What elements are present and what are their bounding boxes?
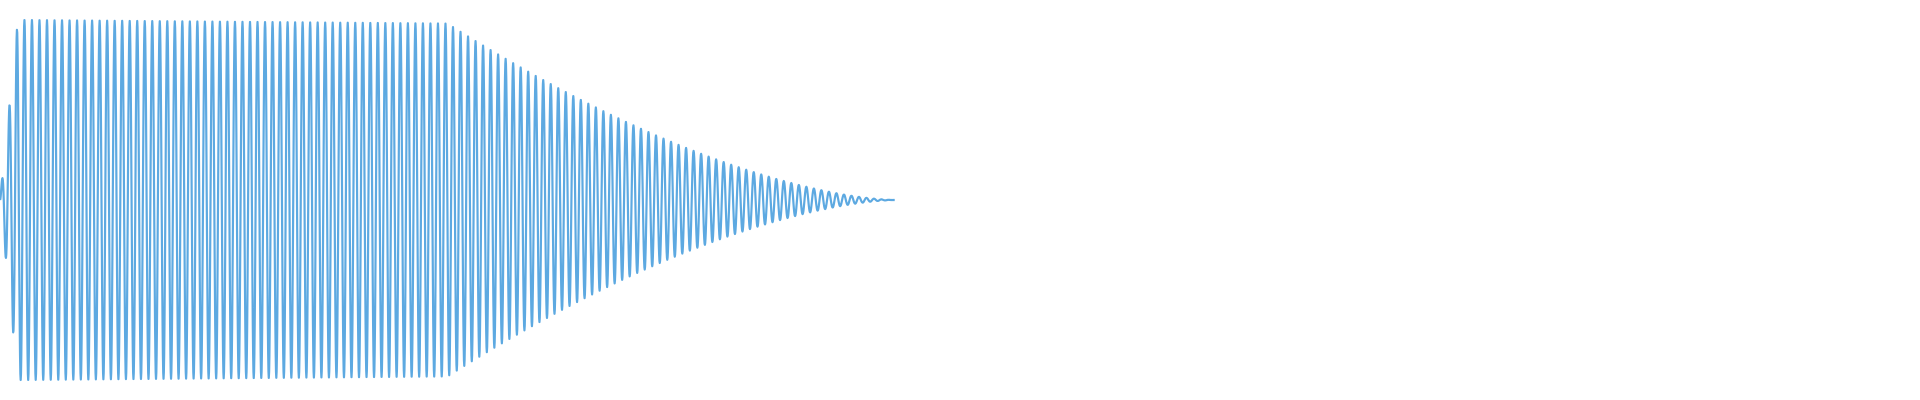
waveform-trace: [0, 18, 896, 382]
